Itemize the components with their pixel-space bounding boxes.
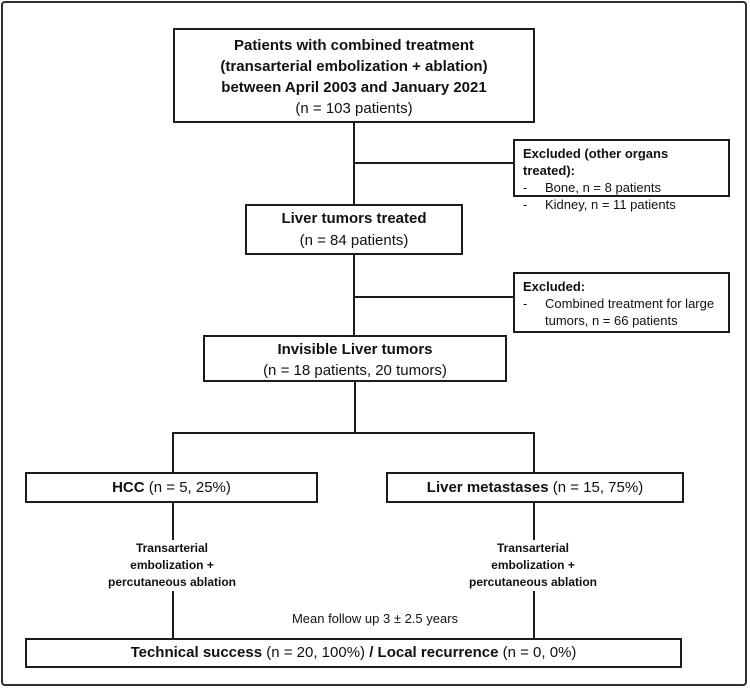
list-gap: [533, 295, 545, 329]
excluded-organs-item-text: Bone, n = 8 patients: [545, 180, 662, 195]
excluded-large-item: - Combined treatment for large tumors, n…: [523, 295, 720, 329]
right-treatment-line3: percutaneous ablation: [468, 575, 598, 589]
hcc-title: HCC: [112, 479, 145, 496]
left-treatment-line1: Transarterial: [135, 541, 209, 555]
technical-success-value: (n = 20, 100%): [266, 644, 366, 661]
invisible-title: Invisible Liver tumors: [277, 341, 433, 358]
excluded-organs-item-text: Kidney, n = 11 patients: [545, 197, 676, 212]
connector-split-to-hcc: [172, 432, 174, 473]
top-box-count: (n = 103 patients): [295, 100, 413, 117]
connector-invisible-to-split: [354, 382, 356, 434]
list-dash: -: [523, 180, 528, 195]
outcome-box: Technical success (n = 20, 100%) / Local…: [25, 638, 682, 668]
connector-to-excluded-large: [354, 296, 513, 298]
excluded-large-item-text: Combined treatment for large tumors, n =…: [545, 296, 715, 328]
left-treatment-line2: embolization +: [130, 558, 214, 572]
list-gap: [533, 179, 545, 196]
top-box-line3: between April 2003 and January 2021: [221, 79, 487, 96]
technical-success-label: Technical success: [130, 644, 263, 661]
right-treatment-line2: embolization +: [491, 558, 575, 572]
excluded-other-organs-box: Excluded (other organs treated): - Bone,…: [513, 139, 730, 212]
right-treatment-line1: Transarterial: [496, 541, 570, 555]
hcc-box: HCC (n = 5, 25%): [25, 472, 318, 503]
excluded-organs-item: - Kidney, n = 11 patients: [523, 196, 720, 213]
excluded-large-tumors-box: Excluded: - Combined treatment for large…: [513, 272, 730, 333]
invisible-liver-tumors-box: Invisible Liver tumors (n = 18 patients,…: [203, 335, 507, 382]
list-dash: -: [523, 197, 528, 212]
list-dash: -: [523, 296, 528, 311]
top-box-line1: Patients with combined treatment: [233, 37, 475, 54]
top-box-line2: (transarterial embolization + ablation): [220, 58, 488, 75]
metastases-title: Liver metastases: [426, 479, 549, 496]
invisible-count: (n = 18 patients, 20 tumors): [263, 362, 447, 379]
connector-to-excluded-organs: [354, 162, 513, 164]
liver-treated-title: Liver tumors treated: [281, 210, 427, 227]
local-recurrence-value: (n = 0, 0%): [502, 644, 577, 661]
metastases-count: (n = 15, 75%): [552, 479, 644, 496]
connector-split-to-metastases: [533, 432, 535, 473]
connector-split-bar: [172, 432, 535, 434]
local-recurrence-label: Local recurrence: [377, 644, 499, 661]
liver-tumors-treated-box: Liver tumors treated (n = 84 patients): [245, 204, 463, 255]
liver-treated-count: (n = 84 patients): [299, 232, 409, 249]
left-treatment-line3: percutaneous ablation: [107, 575, 237, 589]
excluded-large-header: Excluded:: [523, 279, 586, 294]
left-treatment-label: Transarterial embolization + percutaneou…: [92, 540, 252, 591]
list-gap: [533, 196, 545, 213]
top-patients-box: Patients with combined treatment (transa…: [173, 28, 535, 123]
excluded-organs-item: - Bone, n = 8 patients: [523, 179, 720, 196]
connector-liver-to-invisible: [353, 255, 355, 335]
outcome-separator: /: [369, 644, 374, 661]
followup-label: Mean follow up 3 ± 2.5 years: [291, 611, 459, 626]
excluded-organs-header: Excluded (other organs treated):: [523, 146, 669, 178]
liver-metastases-box: Liver metastases (n = 15, 75%): [386, 472, 684, 503]
hcc-count: (n = 5, 25%): [148, 479, 231, 496]
right-treatment-label: Transarterial embolization + percutaneou…: [453, 540, 613, 591]
